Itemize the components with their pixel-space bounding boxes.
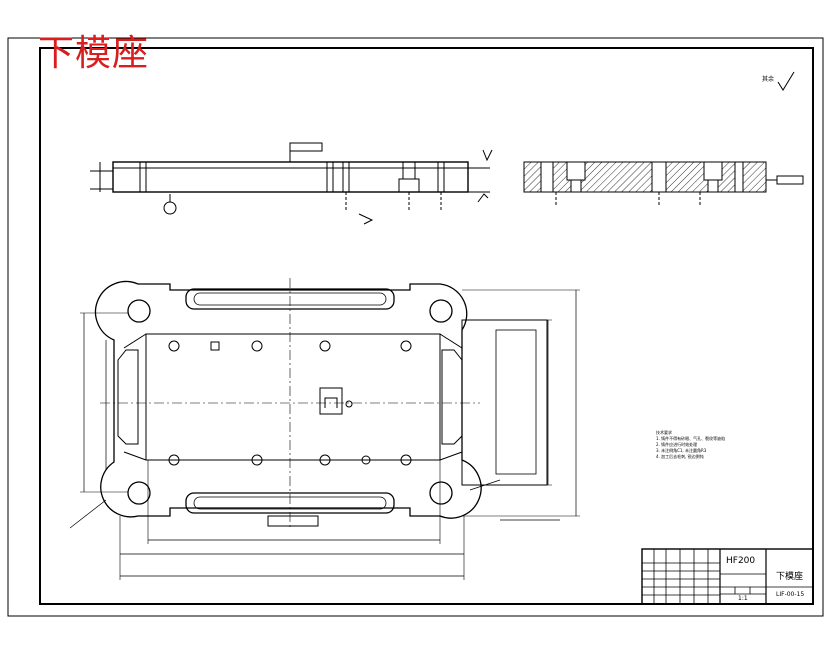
title-block-drawing-number: LIF-00-15 [776, 591, 805, 598]
outer-frame [7, 37, 824, 617]
inner-frame [39, 47, 814, 605]
section-view [523, 161, 804, 207]
title-block-part-name: 下模座 [776, 572, 804, 582]
note-line: 4. 加工后去毛刺, 锐边倒钝 [656, 454, 704, 459]
title-block-code: HF200 [726, 556, 756, 566]
note-line: 2. 铸件应进行时效处理 [656, 442, 698, 447]
title-block [641, 548, 814, 605]
note-line: 1. 铸件不得有砂眼、气孔、裂纹等缺陷 [656, 436, 726, 441]
title-block-scale: 1:1 [738, 595, 748, 602]
surface-finish-note: 其余 [762, 76, 775, 83]
plan-view [69, 278, 580, 580]
part-name-heading: 下模座 [38, 33, 150, 74]
front-view [90, 142, 493, 225]
technical-notes: 技术要求 1. 铸件不得有砂眼、气孔、裂纹等缺陷 2. 铸件应进行时效处理 3.… [656, 430, 725, 460]
note-line: 3. 未注倒角C1, 未注圆角R3 [656, 448, 707, 453]
notes-title: 技术要求 [656, 430, 672, 435]
surface-finish-symbol [777, 71, 795, 91]
